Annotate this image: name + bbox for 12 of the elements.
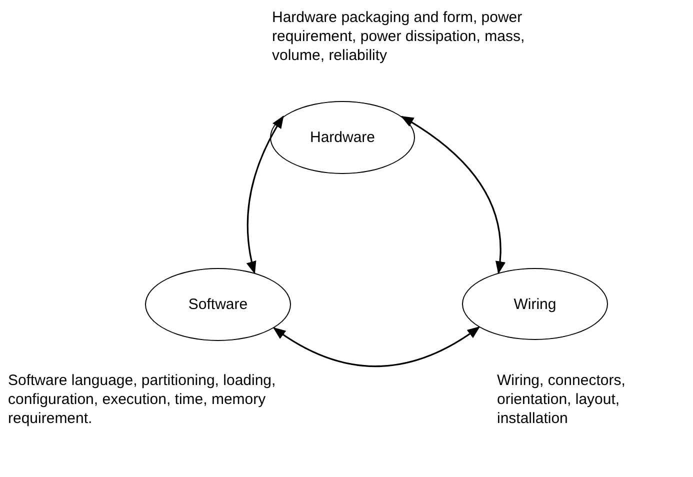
node-description: Hardware packaging and form, power requirement, power dissipation, mass, volume, reliability [272,8,526,65]
ellipse-node [145,268,291,341]
curved-double-arrow [272,326,480,368]
node-label: Wiring [514,296,556,312]
node-description: Software language, partitioning, loading, configuration, execution, time, memory requirement. [8,371,277,428]
curved-double-arrow [246,115,284,274]
node-label: Hardware [310,129,376,146]
ellipse-node [270,101,415,174]
curved-double-arrow [400,116,505,274]
node-label: Software [188,296,248,313]
ellipse-node [462,268,608,340]
node-description: Wiring, connectors, orientation, layout, installation [497,371,626,428]
